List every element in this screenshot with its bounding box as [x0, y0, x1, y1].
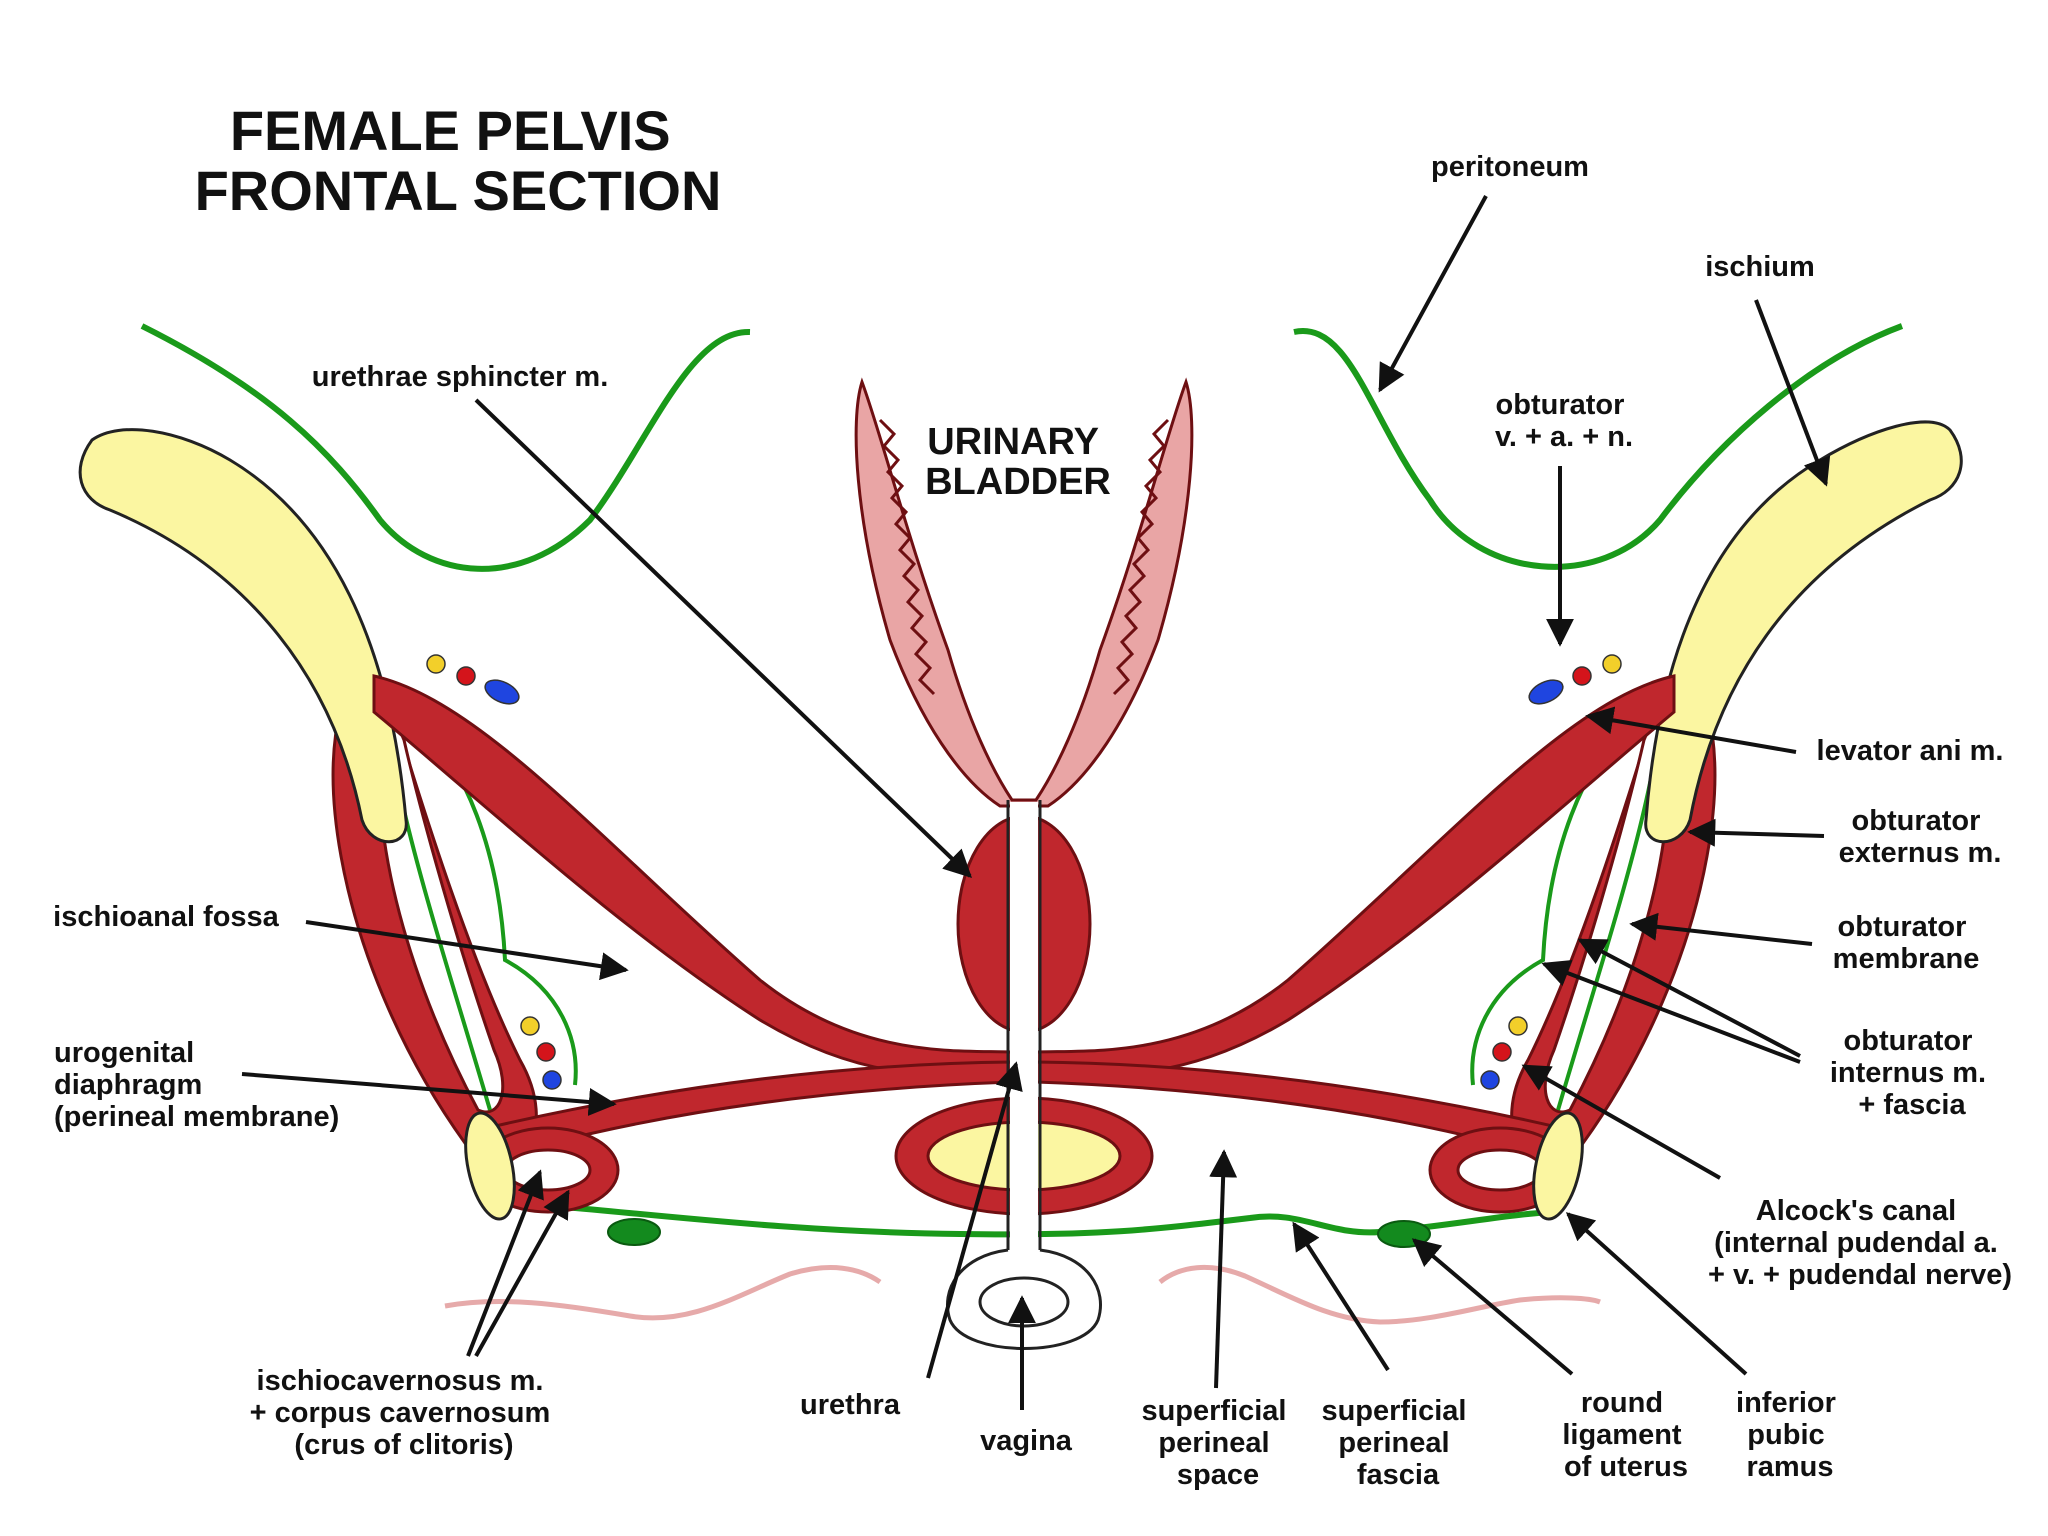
inferior-pubic-ramus-left: [464, 1111, 516, 1221]
label-obturator-vessels: obturator v. + a. + n.: [1495, 389, 1633, 453]
arrow-obturator-membrane: [1629, 912, 1813, 946]
label-superficial-perineal-fascia: superficial perineal fascia: [1321, 1395, 1474, 1491]
alcocks-canal-left: [520, 1016, 562, 1090]
peritoneum-left: [140, 323, 751, 572]
arrow-ischiocavernosus-a: [466, 1169, 544, 1357]
ischium-right: [1644, 420, 1963, 844]
superficial-perineal-space-line-2: perineal: [1158, 1427, 1269, 1459]
arrow-inferior-pubic-ramus: [1565, 1212, 1748, 1376]
perineal-skin: [444, 1264, 1601, 1325]
label-superficial-perineal-space: superficial perineal space: [1141, 1395, 1294, 1491]
ischiocavernosus-line-1: ischiocavernosus m.: [257, 1365, 544, 1397]
round-ligament-right: [1377, 1220, 1431, 1248]
label-inferior-pubic-ramus: inferior pubic ramus: [1736, 1387, 1844, 1483]
bladder-mucosa-right: [1112, 418, 1170, 696]
alcocks-canal-line-3: + v. + pudendal nerve): [1708, 1259, 2012, 1291]
arrow-levator-ani: [1585, 706, 1797, 754]
diagram-title: FEMALE PELVIS FRONTAL SECTION: [195, 99, 722, 222]
label-ischioanal-fossa: ischioanal fossa: [53, 901, 280, 933]
urethra-line: urethra: [800, 1389, 901, 1421]
organ-label-line-2: BLADDER: [925, 461, 1111, 503]
obturator-vessels-right: [1528, 654, 1622, 705]
obturator-externus-line-1: obturator: [1852, 805, 1981, 837]
alcocks-canal-line-1: Alcock's canal: [1756, 1195, 1956, 1227]
ischiocavernosus-line-2: + corpus cavernosum: [250, 1397, 551, 1429]
arrow-peritoneum: [1378, 195, 1488, 393]
levator-ani-line: levator ani m.: [1817, 735, 2004, 767]
label-urethrae-sphincter: urethrae sphincter m.: [312, 361, 609, 393]
arrow-obturator-externus: [1687, 818, 1825, 847]
arrow-obturator-internus-b: [1541, 959, 1801, 1064]
superficial-perineal-space-line-1: superficial: [1141, 1395, 1286, 1427]
inferior-pubic-ramus-right: [1532, 1111, 1584, 1221]
obturator-internus-line-1: obturator: [1844, 1025, 1973, 1057]
title-line-2: FRONTAL SECTION: [195, 159, 722, 222]
urogenital-diaphragm-line-1: urogenital: [54, 1037, 194, 1069]
urethrae-sphincter-line: urethrae sphincter m.: [312, 361, 609, 393]
leader-lines: [241, 195, 1831, 1410]
obturator-vessels-line-1: obturator: [1496, 389, 1625, 421]
superficial-perineal-space-line-3: space: [1177, 1459, 1259, 1491]
label-obturator-externus: obturator externus m.: [1839, 805, 2002, 869]
inferior-pubic-ramus-line-2: pubic: [1747, 1419, 1824, 1451]
superficial-perineal-fascia-line-1: superficial: [1321, 1395, 1466, 1427]
ischium-line: ischium: [1705, 251, 1815, 283]
label-round-ligament: round ligament of uterus: [1562, 1387, 1689, 1483]
obturator-vessels-line-2: v. + a. + n.: [1495, 421, 1633, 453]
obturator-vessels-left: [426, 654, 520, 705]
round-ligament-left: [607, 1218, 661, 1246]
round-ligament-line-3: of uterus: [1564, 1451, 1688, 1483]
arrow-round-ligament: [1411, 1238, 1574, 1376]
urinary-bladder-label: URINARY BLADDER: [925, 421, 1111, 503]
arrow-alcocks-canal: [1521, 1064, 1721, 1180]
label-ischium: ischium: [1705, 251, 1815, 283]
arrow-urethra: [926, 1061, 1023, 1379]
arrow-ischiocavernosus-b: [474, 1189, 570, 1357]
peritoneum-right: [1293, 323, 1904, 570]
ischiocavernosus-line-3: (crus of clitoris): [294, 1429, 513, 1461]
round-ligament-line-1: round: [1581, 1387, 1663, 1419]
arrow-superficial-perineal-fascia: [1292, 1221, 1390, 1372]
obturator-membrane-line-2: membrane: [1833, 943, 1980, 975]
ischioanal-fossa-line: ischioanal fossa: [53, 901, 280, 933]
title-line-1: FEMALE PELVIS: [230, 99, 671, 162]
obturator-internus-line-2: internus m.: [1830, 1057, 1986, 1089]
arrow-obturator-internus-a: [1577, 938, 1801, 1058]
label-obturator-internus: obturator internus m. + fascia: [1830, 1025, 1994, 1121]
urethra: [1006, 800, 1042, 1250]
arrow-ischioanal-fossa: [305, 920, 629, 981]
organ-label-line-1: URINARY: [927, 421, 1098, 463]
obturator-externus-line-2: externus m.: [1839, 837, 2002, 869]
label-levator-ani: levator ani m.: [1817, 735, 2004, 767]
label-urogenital-diaphragm: urogenital diaphragm (perineal membrane): [54, 1037, 339, 1133]
inferior-pubic-ramus-line-3: ramus: [1746, 1451, 1833, 1483]
bladder-mucosa-left: [878, 418, 936, 696]
arrow-superficial-perineal-space: [1209, 1149, 1238, 1389]
alcocks-canal-right: [1480, 1016, 1528, 1090]
urethra-lumen: [1010, 802, 1038, 1248]
obturator-membrane-line-1: obturator: [1838, 911, 1967, 943]
urogenital-diaphragm-line-3: (perineal membrane): [54, 1101, 339, 1133]
inferior-pubic-ramus-line-1: inferior: [1736, 1387, 1836, 1419]
label-vagina: vagina: [980, 1425, 1073, 1457]
label-peritoneum: peritoneum: [1431, 151, 1589, 183]
urinary-bladder: [854, 377, 1194, 808]
round-ligament-line-2: ligament: [1562, 1419, 1682, 1451]
arrow-urethrae-sphincter: [474, 398, 973, 878]
alcocks-canal-line-2: (internal pudendal a.: [1714, 1227, 1998, 1259]
ischium-left: [78, 428, 408, 844]
arrow-urogenital-diaphragm: [241, 1072, 617, 1116]
label-ischiocavernosus: ischiocavernosus m. + corpus cavernosum …: [250, 1365, 559, 1461]
superficial-perineal-fascia-line-3: fascia: [1357, 1459, 1440, 1491]
label-alcocks-canal: Alcock's canal (internal pudendal a. + v…: [1708, 1195, 2012, 1291]
urogenital-diaphragm-line-2: diaphragm: [54, 1069, 202, 1101]
vagina-line: vagina: [980, 1425, 1073, 1457]
superficial-perineal-fascia-line-2: perineal: [1338, 1427, 1449, 1459]
arrow-ischium: [1754, 299, 1831, 487]
label-urethra: urethra: [800, 1389, 901, 1421]
label-obturator-membrane: obturator membrane: [1833, 911, 1980, 975]
obturator-internus-line-3: + fascia: [1858, 1089, 1966, 1121]
peritoneum-line: peritoneum: [1431, 151, 1589, 183]
